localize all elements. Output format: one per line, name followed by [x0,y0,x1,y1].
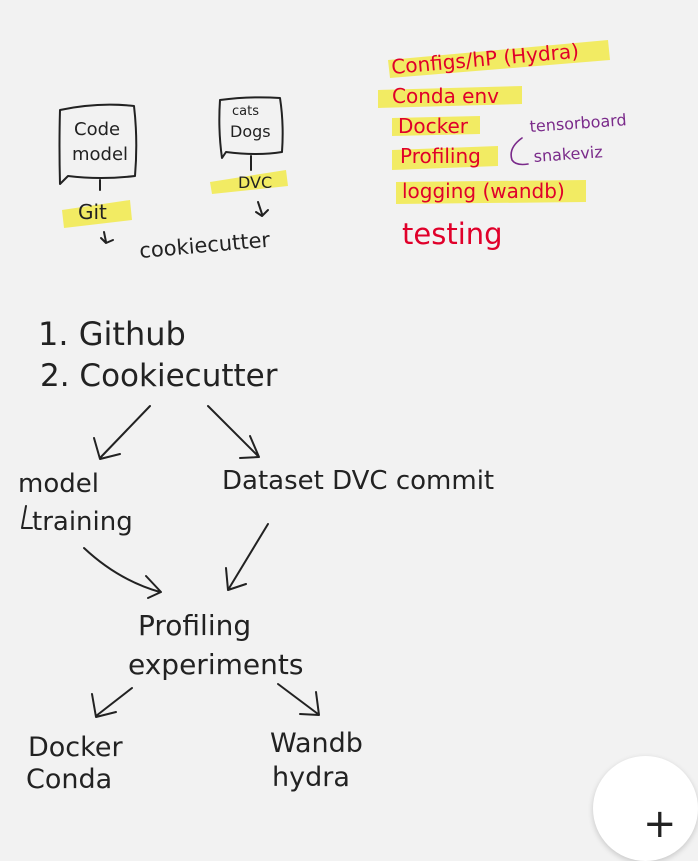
tool-logging: logging (wandb) [402,179,565,203]
arrow-to-wandb-hydra [277,683,320,716]
code-model-line-2: model [72,144,128,165]
dataset-dvc-commit-label: Dataset DVC commit [222,466,494,496]
arrow-to-dataset-commit [207,405,260,459]
tool-docker: Docker [398,114,469,138]
model-training-line-2: training [32,507,133,537]
whiteboard-canvas: Code model cats Dogs Git DVC cookiecutte… [18,39,627,795]
cats-dogs-line-2: Dogs [230,122,271,141]
code-model-line-1: Code [74,119,120,140]
dvc-label: DVC [238,173,272,192]
tool-tensorboard: tensorboard [529,110,627,136]
arrow-to-model-training [93,405,151,460]
plus-icon: + [643,801,677,847]
profiling-bracket [510,137,529,166]
highlights [62,40,610,228]
highlight-configs [388,40,610,78]
cats-dogs-box: cats Dogs [218,96,284,171]
cats-dogs-line-1: cats [232,104,259,119]
highlight-profiling [392,146,498,170]
highlight-conda-env [378,86,522,108]
highlight-docker [392,116,480,136]
wandb-hydra-line-2: hydra [272,762,350,793]
git-arrow [100,231,114,244]
code-model-box: Code model [58,103,138,191]
tool-testing: testing [402,217,503,251]
docker-conda-line-2: Conda [26,764,112,795]
tools-list: Configs/hP (Hydra) Conda env Docker Prof… [390,39,627,251]
profiling-experiments-line-1: Profiling [138,609,251,642]
highlight-dvc [210,170,288,194]
wandb-hydra-line-1: Wandb [270,728,363,759]
arrow-training-to-profiling [83,547,162,599]
tool-profiling: Profiling [400,144,481,168]
step-1-github: 1. Github [38,315,186,353]
arrow-dataset-to-profiling [225,523,269,591]
model-training-bracket [21,505,33,529]
tool-snakeviz: snakeviz [533,142,603,166]
tool-conda-env: Conda env [392,84,499,108]
arrow-to-docker-conda [91,687,133,718]
tool-configs: Configs/hP (Hydra) [390,39,579,79]
model-training-line-1: model [18,469,99,499]
git-label: Git [78,200,107,224]
profiling-experiments-line-2: experiments [128,648,303,681]
highlight-logging [396,180,586,204]
add-button[interactable]: + [593,756,698,861]
cookiecutter-small-label: cookiecutter [138,228,271,263]
highlight-git [62,200,132,228]
docker-conda-line-1: Docker [28,732,123,763]
step-2-cookiecutter: 2. Cookiecutter [40,358,278,394]
dvc-arrow [255,201,269,217]
